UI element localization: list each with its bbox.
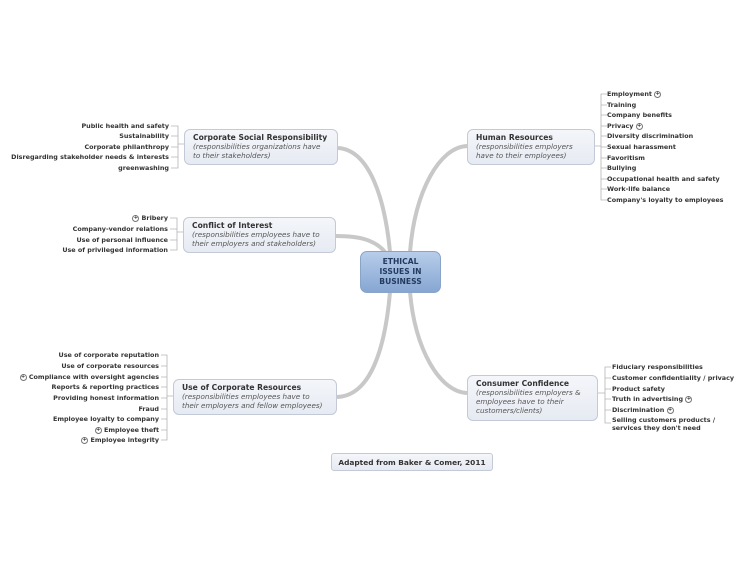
branch-line-ucr: [336, 291, 392, 399]
topic-description: (responsibilities organizations have to …: [193, 142, 321, 160]
leaf-selling-unneeded-products[interactable]: Selling customers products / services th…: [612, 416, 716, 432]
expand-plus-icon[interactable]: +: [685, 395, 693, 403]
leaf-use-of-corporate-resources[interactable]: Use of corporate resources: [61, 362, 159, 370]
leaf-label: Compliance with oversight agencies: [28, 373, 159, 381]
leaf-label: Employee theft: [103, 426, 159, 434]
leaf-fraud[interactable]: Fraud: [138, 405, 159, 413]
expand-plus-icon[interactable]: +: [94, 426, 102, 434]
leaf-sexual-harassment[interactable]: Sexual harassment: [607, 143, 676, 151]
topic-title: Human Resources: [476, 133, 553, 142]
leaf-diversity-discrimination[interactable]: Diversity discrimination: [607, 132, 694, 140]
leaf-customer-confidentiality[interactable]: Customer confidentiality / privacy: [612, 374, 735, 382]
topic-title: Consumer Confidence: [476, 379, 570, 388]
topic-consumer-confidence[interactable]: Consumer Confidence (responsibilities em…: [467, 375, 598, 421]
expand-plus-icon[interactable]: +: [635, 122, 643, 130]
leaf-company-benefits[interactable]: Company benefits: [607, 111, 672, 119]
central-topic[interactable]: ETHICAL ISSUES IN BUSINESS: [360, 251, 441, 293]
leaf-occupational-health-and-safety[interactable]: Occupational health and safety: [607, 175, 720, 183]
leaf-use-of-corporate-reputation[interactable]: Use of corporate reputation: [58, 351, 159, 359]
branch-line-hr: [408, 144, 468, 253]
expand-plus-icon[interactable]: +: [132, 214, 140, 222]
topic-description: (responsibilities employers & employees …: [476, 388, 581, 415]
source-caption: Adapted from Baker & Comer, 2011: [331, 453, 493, 471]
leaf-employee-integrity[interactable]: + Employee integrity: [81, 436, 159, 444]
leaf-favoritism[interactable]: Favoritism: [607, 154, 645, 162]
leaf-training[interactable]: Training: [607, 101, 637, 109]
expand-plus-icon[interactable]: +: [654, 90, 662, 98]
branch-line-csr: [337, 146, 392, 253]
leaf-providing-honest-information[interactable]: Providing honest information: [53, 394, 159, 402]
leaf-label: Privacy: [607, 122, 634, 130]
expand-plus-icon[interactable]: +: [81, 436, 89, 444]
central-topic-label: ETHICAL ISSUES IN BUSINESS: [379, 257, 422, 286]
leaf-public-health[interactable]: Public health and safety: [81, 122, 169, 130]
leaf-company-vendor-relations[interactable]: Company-vendor relations: [72, 225, 168, 233]
leaf-sustainability[interactable]: Sustainability: [119, 132, 169, 140]
bracket-csr: [171, 125, 184, 169]
leaf-label: Truth in advertising: [612, 395, 684, 403]
leaf-label: Discrimination: [612, 406, 665, 414]
topic-corporate-social-responsibility[interactable]: Corporate Social Responsibility (respons…: [184, 129, 338, 165]
leaf-use-of-privileged-information[interactable]: Use of privileged information: [62, 246, 168, 254]
leaf-company-loyalty-to-employees[interactable]: Company's loyalty to employees: [607, 196, 724, 204]
leaf-privacy[interactable]: Privacy +: [607, 122, 643, 130]
leaf-bullying[interactable]: Bullying: [607, 164, 637, 172]
leaf-label: Employment: [607, 90, 652, 98]
topic-description: (responsibilities employees have to thei…: [192, 230, 320, 248]
expand-plus-icon[interactable]: +: [666, 406, 674, 414]
leaf-work-life-balance[interactable]: Work-life balance: [607, 185, 671, 193]
leaf-employee-theft[interactable]: + Employee theft: [94, 426, 159, 434]
leaf-use-of-personal-influence[interactable]: Use of personal influence: [76, 236, 168, 244]
leaf-disregarding-stakeholder-needs[interactable]: Disregarding stakeholder needs & interes…: [11, 153, 169, 161]
leaf-bribery[interactable]: + Bribery: [132, 214, 168, 222]
topic-title: Conflict of Interest: [192, 221, 273, 230]
topic-title: Corporate Social Responsibility: [193, 133, 328, 142]
topic-description: (responsibilities employees have to thei…: [182, 392, 323, 410]
leaf-compliance-with-oversight-agencies[interactable]: + Compliance with oversight agencies: [19, 373, 159, 381]
leaf-product-safety[interactable]: Product safety: [612, 385, 665, 393]
leaf-discrimination[interactable]: Discrimination +: [612, 406, 674, 414]
topic-description: (responsibilities employers have to thei…: [476, 142, 573, 160]
bracket-hr: [595, 93, 607, 201]
topic-human-resources[interactable]: Human Resources (responsibilities employ…: [467, 129, 595, 165]
branch-line-cc: [408, 291, 468, 395]
leaf-greenwashing[interactable]: greenwashing: [118, 164, 169, 172]
bracket-coi: [170, 217, 183, 251]
topic-title: Use of Corporate Resources: [182, 383, 302, 392]
leaf-corporate-philanthropy[interactable]: Corporate philanthropy: [84, 143, 169, 151]
leaf-employment[interactable]: Employment +: [607, 90, 662, 98]
leaf-reports-reporting-practices[interactable]: Reports & reporting practices: [51, 383, 159, 391]
branch-line-coi: [335, 234, 387, 254]
leaf-fiduciary-responsibilities[interactable]: Fiduciary responsibilities: [612, 363, 703, 371]
expand-plus-icon[interactable]: +: [19, 373, 27, 381]
leaf-label: Employee integrity: [90, 436, 159, 444]
leaf-employee-loyalty-to-company[interactable]: Employee loyalty to company: [52, 415, 159, 423]
leaf-label: Bribery: [141, 214, 168, 222]
topic-conflict-of-interest[interactable]: Conflict of Interest (responsibilities e…: [183, 217, 336, 253]
bracket-ucr: [161, 354, 173, 441]
topic-use-of-corporate-resources[interactable]: Use of Corporate Resources (responsibili…: [173, 379, 337, 415]
leaf-truth-in-advertising[interactable]: Truth in advertising +: [612, 395, 693, 403]
bracket-cc: [598, 366, 611, 424]
